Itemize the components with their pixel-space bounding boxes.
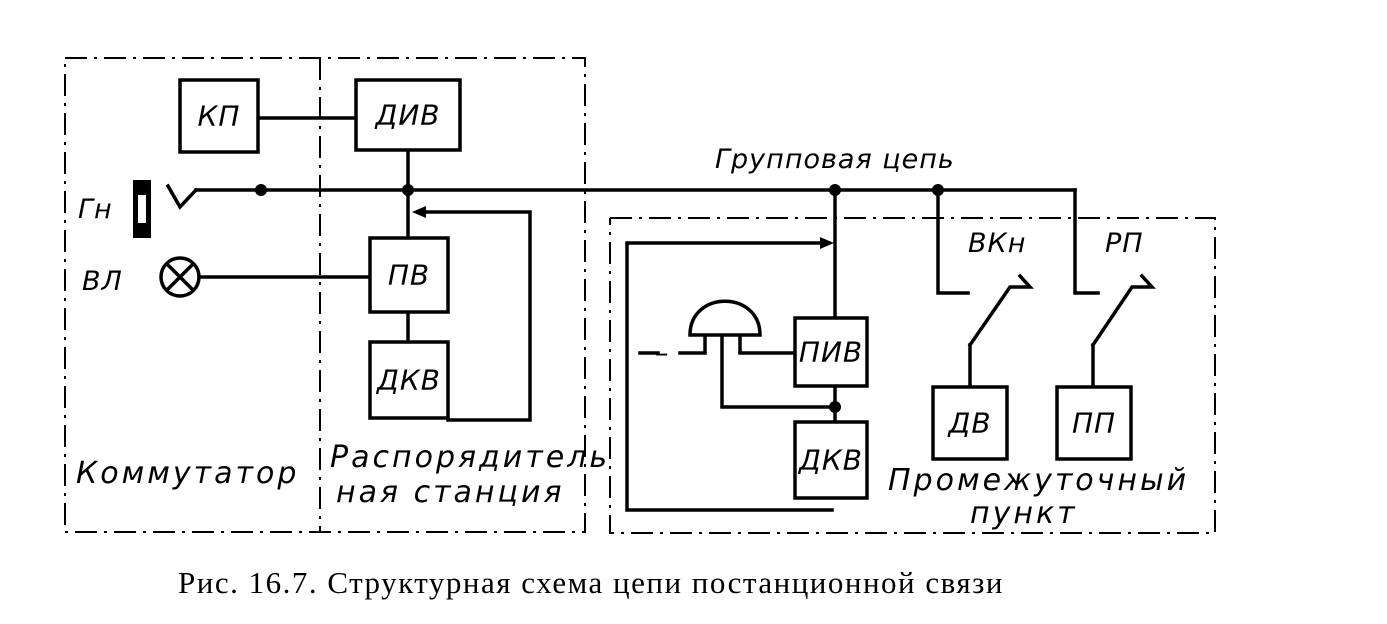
junction-dot: [932, 184, 944, 196]
block-label: ДКВ: [797, 444, 863, 477]
figure-caption: Рис. 16.7. Структурная схема цепи постан…: [178, 565, 1004, 600]
block-label: ПП: [1072, 407, 1116, 440]
junction-dot: [829, 184, 841, 196]
region-boundaries: [64, 57, 1216, 534]
vkn-label: ВКн: [968, 228, 1026, 259]
station-label-line2: ная станция: [336, 475, 565, 510]
kommutator-boundary: [64, 57, 586, 533]
jack-label: Гн: [78, 194, 113, 225]
intermediate-point-boundary: [609, 217, 1216, 534]
block-dkv-point: ДКВ: [793, 420, 869, 500]
block-label: ПВ: [388, 259, 430, 292]
block-label: КП: [198, 100, 241, 133]
station-label-line1: Распорядитель: [330, 440, 610, 475]
block-dv: ДВ: [931, 385, 1009, 461]
wiring: [165, 116, 1156, 512]
intermediate-label-line1: Промежуточный: [888, 463, 1189, 498]
block-pp: ПП: [1055, 385, 1133, 461]
rp-label: РП: [1105, 228, 1144, 259]
minus-label: –: [655, 338, 670, 369]
jack-icon: [133, 180, 151, 238]
junction-dot: [829, 401, 841, 413]
jack-spring: [165, 183, 199, 210]
lamp-icon: [159, 256, 201, 298]
group-circuit-label: Групповая цепь: [715, 144, 955, 175]
receiver-icon: [688, 299, 762, 353]
block-label: ДВ: [946, 407, 991, 440]
block-label: ДИВ: [373, 99, 440, 132]
block-label: ПИВ: [799, 336, 863, 369]
lamp-label: ВЛ: [82, 266, 123, 297]
kommutator-label: Коммутатор: [76, 456, 299, 491]
block-label: ДКВ: [375, 364, 441, 397]
block-pv: ПВ: [368, 236, 450, 314]
block-kp: КП: [178, 78, 260, 154]
block-div: ДИВ: [354, 78, 462, 152]
junctions: [255, 184, 944, 413]
junction-dot: [402, 184, 414, 196]
block-dkv-station: ДКВ: [368, 340, 450, 420]
block-piv: ПИВ: [793, 316, 869, 388]
intermediate-label-line2: пункт: [970, 496, 1078, 531]
junction-dot: [255, 184, 267, 196]
